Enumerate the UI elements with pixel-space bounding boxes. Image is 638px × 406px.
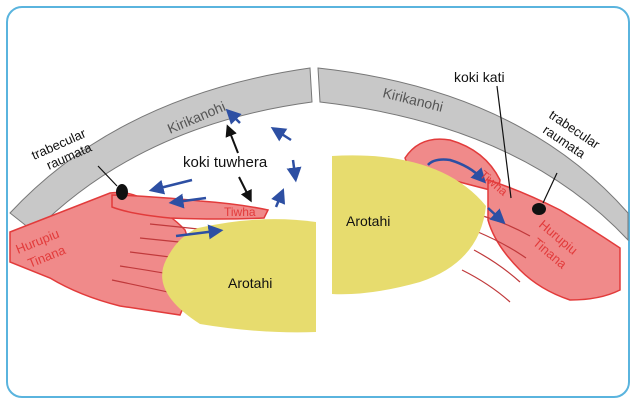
left-iris-label: Tiwha bbox=[224, 205, 256, 219]
open-angle-label: koki tuwhera bbox=[183, 154, 268, 171]
closed-angle-label: koki kati bbox=[454, 69, 505, 85]
right-panel-closed-angle bbox=[318, 68, 628, 302]
pointer-arrow-icon bbox=[239, 177, 249, 197]
right-trabecular-meshwork bbox=[532, 203, 546, 215]
flow-arrow-icon bbox=[276, 195, 281, 207]
right-lens-label: Arotahi bbox=[346, 213, 390, 229]
left-panel-open-angle bbox=[10, 68, 316, 332]
left-lens-label: Arotahi bbox=[228, 275, 272, 291]
pointer-arrow-icon bbox=[229, 130, 238, 153]
flow-arrow-icon bbox=[156, 180, 192, 189]
left-trabecular-meshwork bbox=[116, 184, 128, 200]
right-meshwork-pointer bbox=[543, 173, 557, 203]
flow-arrow-icon bbox=[293, 160, 295, 175]
flow-arrow-icon bbox=[277, 131, 291, 140]
